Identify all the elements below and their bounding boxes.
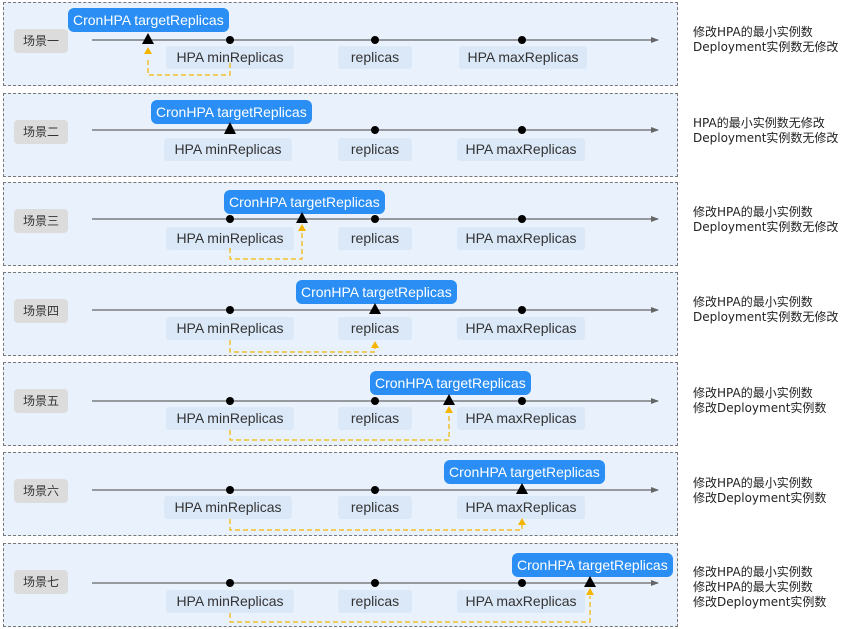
note-line: 修改HPA的最小实例数 (693, 295, 813, 309)
replicas-label: replicas (338, 138, 412, 161)
min-replicas-label: HPA minReplicas (166, 46, 294, 69)
note-line: 修改HPA的最小实例数 (693, 25, 813, 39)
scenario-4-notes: 修改HPA的最小实例数 Deployment实例数无修改 (693, 295, 838, 325)
scenario-4: 场景四 (3, 272, 678, 356)
scenario-title: 场景六 (14, 479, 68, 503)
cron-target-label: CronHPA targetReplicas (296, 280, 457, 304)
scenario-5: 场景五 (3, 362, 678, 446)
cron-target-label: CronHPA targetReplicas (370, 371, 531, 395)
scenario-5-notes: 修改HPA的最小实例数 修改Deployment实例数 (693, 386, 826, 416)
scenario-title: 场景三 (14, 209, 68, 233)
scenario-2-notes: HPA的最小实例数无修改 Deployment实例数无修改 (693, 116, 838, 146)
scenario-1-notes: 修改HPA的最小实例数 Deployment实例数无修改 (693, 25, 838, 55)
note-line: Deployment实例数无修改 (693, 131, 839, 145)
scenario-title: 场景二 (14, 120, 68, 144)
note-line: Deployment实例数无修改 (693, 40, 839, 54)
cron-target-label: CronHPA targetReplicas (512, 553, 673, 577)
note-line: 修改HPA的最大实例数 (693, 580, 813, 594)
min-replicas-label: HPA minReplicas (164, 496, 292, 519)
scenario-title: 场景七 (14, 570, 68, 594)
scenario-title: 场景一 (14, 29, 68, 53)
min-replicas-label: HPA minReplicas (166, 317, 294, 340)
note-line: 修改HPA的最小实例数 (693, 205, 813, 219)
scenario-2: 场景二 (3, 93, 678, 177)
scenario-7-notes: 修改HPA的最小实例数 修改HPA的最大实例数 修改Deployment实例数 (693, 565, 826, 610)
replicas-label: replicas (338, 496, 412, 519)
cron-target-label: CronHPA targetReplicas (224, 190, 385, 214)
replicas-label: replicas (338, 317, 412, 340)
note-line: Deployment实例数无修改 (693, 310, 839, 324)
min-replicas-label: HPA minReplicas (166, 590, 294, 613)
cron-target-label: CronHPA targetReplicas (68, 8, 229, 32)
min-replicas-label: HPA minReplicas (166, 407, 294, 430)
note-line: 修改Deployment实例数 (693, 595, 827, 609)
scenario-3-notes: 修改HPA的最小实例数 Deployment实例数无修改 (693, 205, 838, 235)
max-replicas-label: HPA maxReplicas (459, 46, 587, 69)
note-line: 修改HPA的最小实例数 (693, 476, 813, 490)
cron-target-label: CronHPA targetReplicas (444, 460, 605, 484)
note-line: 修改HPA的最小实例数 (693, 565, 813, 579)
max-replicas-label: HPA maxReplicas (457, 227, 585, 250)
scenario-6-notes: 修改HPA的最小实例数 修改Deployment实例数 (693, 476, 826, 506)
max-replicas-label: HPA maxReplicas (457, 138, 585, 161)
replicas-label: replicas (338, 590, 412, 613)
scenario-title: 场景四 (14, 299, 68, 323)
max-replicas-label: HPA maxReplicas (457, 407, 585, 430)
max-replicas-label: HPA maxReplicas (457, 317, 585, 340)
scenario-title: 场景五 (14, 389, 68, 413)
note-line: 修改HPA的最小实例数 (693, 386, 813, 400)
replicas-label: replicas (338, 227, 412, 250)
note-line: 修改Deployment实例数 (693, 491, 827, 505)
replicas-label: replicas (338, 407, 412, 430)
max-replicas-label: HPA maxReplicas (457, 496, 585, 519)
note-line: Deployment实例数无修改 (693, 220, 839, 234)
note-line: HPA的最小实例数无修改 (693, 116, 825, 130)
min-replicas-label: HPA minReplicas (166, 227, 294, 250)
replicas-label: replicas (338, 46, 412, 69)
cron-target-label: CronHPA targetReplicas (151, 100, 312, 124)
note-line: 修改Deployment实例数 (693, 401, 827, 415)
max-replicas-label: HPA maxReplicas (457, 590, 585, 613)
min-replicas-label: HPA minReplicas (164, 138, 292, 161)
